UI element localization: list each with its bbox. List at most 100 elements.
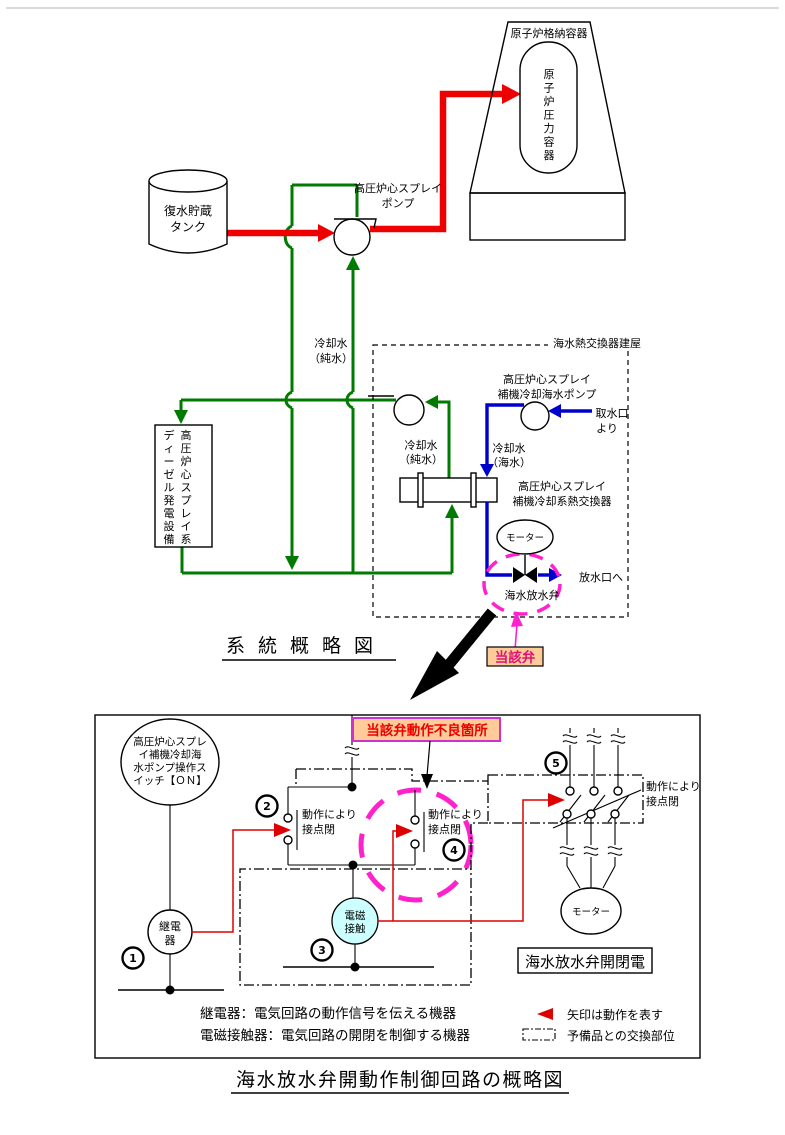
action-arrow-icon (274, 823, 291, 837)
number-4: 4 (450, 844, 458, 857)
seawater-pump-label-2: 補機冷却海水ポンプ (498, 387, 597, 401)
zoom-arrow (410, 608, 497, 700)
tank-label-1: 復水貯蔵 (164, 203, 212, 218)
diesel-generator-box: 高圧炉心スプレイ系 ディーゼル発電設備 (154, 424, 213, 548)
hx-label-1: 高圧炉心スプレイ (518, 479, 606, 493)
coolant-sea-label-2: （海水） (487, 455, 531, 469)
contact4-label-2: 接点閉 (428, 823, 461, 836)
relay-contact: 2 動作により 接点閉 (255, 794, 415, 899)
legend-arrow-label: 矢印は動作を表す (567, 1008, 663, 1022)
coolant-sea-label-1: 冷却水 (493, 442, 526, 455)
number-badge-2 (255, 794, 279, 818)
valve-motor-label: 海水放水弁開閉電 (525, 953, 645, 971)
contact2-label-2: 接点閉 (302, 823, 335, 836)
fault-label: 当該弁動作不良箇所 (366, 722, 488, 739)
coolant-pure-label-a2: （純水） (309, 352, 353, 365)
control-circuit-diagram: 高圧炉心スプレ イ補機冷却海 水ポンプ操作ス イッチ【ＯＮ】 継電 器 1 (94, 714, 701, 1059)
number-3: 3 (318, 944, 326, 957)
pure-water-pipes (174, 183, 459, 575)
feeder-wire (287, 715, 360, 814)
switch-label-2: イ補機冷却海 (139, 748, 202, 761)
valve-label: 海水放水弁 (505, 588, 560, 602)
contactor-coil: 電磁 接触 3 (283, 897, 434, 972)
legend-spare-icon (522, 1028, 556, 1041)
zoom-arrow-head-icon (410, 651, 459, 700)
relay: 継電 器 1 (118, 909, 224, 995)
contact2-label-1: 動作により (302, 807, 357, 821)
coolant-pure-label-b1: 冷却水 (405, 439, 438, 452)
number-badge-4 (442, 838, 466, 862)
valve-motor: モーター 海水放水弁開閉電 (517, 887, 653, 974)
legend-contactor: 電磁接触器：電気回路の開閉を制御する機器 (200, 1027, 470, 1044)
number-badge-1 (121, 946, 145, 970)
flow-arrow-left-icon (425, 395, 438, 409)
flow-arrow-up-icon (346, 256, 360, 270)
top-title: 系統概略図 (226, 635, 386, 657)
building-label: 海水熱交換器建屋 (553, 336, 641, 350)
contactor-label-1: 電磁 (345, 909, 366, 922)
heat-exchanger: 高圧炉心スプレイ 補機冷却系熱交換器 (399, 472, 612, 508)
seawater-pump: 高圧炉心スプレイ 補機冷却海水ポンプ 取水口 より 冷却水 （海水） (480, 372, 629, 477)
flow-arrow-right-icon (502, 84, 521, 104)
valve-icon (513, 567, 525, 583)
legend-spare-label: 予備品との交換部位 (567, 1028, 675, 1043)
flow-arrow-up-icon (445, 504, 459, 518)
action-arrow-icon (396, 824, 413, 838)
hpcs-pump-label-1: 高圧炉心スプレイ (354, 181, 442, 195)
building-label-bg (548, 334, 646, 350)
hpcs-pump-label-2: ポンプ (382, 197, 415, 210)
subject-valve-box (486, 646, 544, 667)
callout-arrow-icon (511, 611, 523, 627)
discharge-valve-assembly: モーター 海水放水弁 放水口へ (482, 502, 623, 616)
system-overview-diagram: 原子炉格納容器 原子炉圧力容器 復水貯蔵 タンク 高圧炉心スプレイ ポンプ 冷却… (148, 21, 646, 700)
number-1: 1 (129, 952, 137, 965)
rpv-label: 原子炉圧力容器 (544, 68, 555, 162)
coolant-pure-label-a1: 冷却水 (315, 337, 348, 350)
faulty-contact: 4 動作により 接点閉 (410, 790, 483, 865)
containment-label: 原子炉格納容器 (511, 26, 588, 40)
legend: 継電器：電気回路の動作信号を伝える機器 電磁接触器：電気回路の開閉を制御する機器… (200, 1006, 675, 1044)
motor-label: モーター (506, 533, 544, 544)
intake-label-2: より (596, 422, 618, 435)
flow-arrow-down-icon (174, 410, 188, 424)
spare-part-boundaries (239, 768, 644, 986)
legend-arrow-icon (537, 1008, 553, 1020)
bottom-title: 海水放水弁開動作制御回路の概略図 (236, 1069, 564, 1091)
relay-label-2: 器 (165, 934, 176, 947)
circuit-frame (94, 714, 701, 1059)
motor-label: モーター (572, 907, 610, 918)
flow-arrow-right-icon (549, 568, 562, 582)
diesel-box-col-right: 高圧炉心スプレイ系 (181, 428, 192, 546)
number-5: 5 (552, 757, 560, 770)
legend-relay: 継電器：電気回路の動作信号を伝える機器 (200, 1006, 457, 1022)
number-badge-3 (310, 938, 334, 962)
valve-icon (525, 567, 537, 583)
relay-label-1: 継電 (159, 919, 181, 933)
subject-valve-label: 当該弁 (495, 649, 536, 666)
flow-arrow-down-icon (285, 556, 299, 570)
flow-arrow-left-icon (548, 404, 561, 418)
outfall-label: 放水口へ (579, 570, 623, 584)
flow-arrow-right-icon (318, 224, 335, 242)
contactor-label-2: 接触 (345, 922, 366, 935)
main-feed-pipes (227, 84, 521, 242)
circuit-diagram-title: 海水放水弁開動作制御回路の概略図 (231, 1069, 569, 1094)
switch-label-1: 高圧炉心スプレ (133, 735, 207, 748)
reactor-containment: 原子炉格納容器 原子炉圧力容器 (469, 21, 626, 241)
subject-valve-callout: 当該弁 (486, 611, 544, 667)
fault-label-box (352, 717, 501, 742)
system-diagram-title: 系統概略図 (222, 635, 396, 661)
valve-motor-box (517, 947, 653, 974)
switch-label-3: 水ポンプ操作ス (133, 761, 206, 774)
coolant-pure-label-b2: （純水） (399, 453, 443, 466)
fault-callout: 当該弁動作不良箇所 (352, 717, 501, 789)
switch-label-4: イッチ【ＯＮ】 (133, 775, 207, 787)
contact4-label-1: 動作により (428, 807, 483, 821)
flow-arrow-down-icon (480, 464, 494, 477)
number-2: 2 (263, 800, 271, 813)
intake-label-1: 取水口 (596, 407, 629, 420)
valve-highlight-circle (482, 552, 562, 616)
aux-cooling-pump: 冷却水 （純水） (368, 394, 443, 466)
action-arrow-icon (548, 793, 565, 807)
